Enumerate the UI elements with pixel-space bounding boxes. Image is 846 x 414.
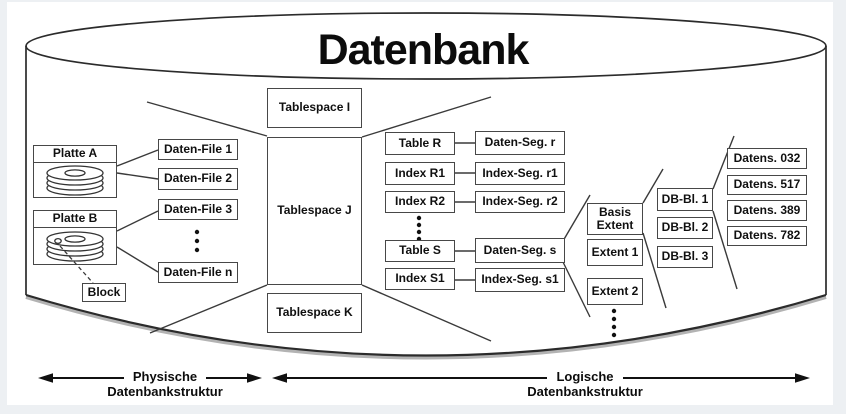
- record-517-box: Datens. 517: [727, 175, 807, 195]
- diagram-title: Datenbank: [317, 26, 530, 74]
- disk-b-box: Platte B: [33, 210, 117, 265]
- tablespace-i-box: Tablespace I: [267, 88, 362, 128]
- index-r1-box: Index R1: [385, 162, 455, 185]
- tablespace-k-box: Tablespace K: [267, 293, 362, 333]
- disk-b-label: Platte B: [34, 211, 116, 229]
- data-file-3-box: Daten-File 3: [158, 199, 238, 220]
- basis-extent-box: Basis Extent: [587, 203, 643, 235]
- legend-physical-line2: Datenbankstruktur: [107, 384, 223, 400]
- ellipsis-dots: [194, 215, 617, 338]
- extent-1-box: Extent 1: [587, 239, 643, 266]
- record-389-box: Datens. 389: [727, 200, 807, 221]
- fan-lines: [146, 96, 738, 342]
- block-marker-hole: [54, 238, 62, 245]
- table-r-box: Table R: [385, 132, 455, 155]
- db-block-1-box: DB-Bl. 1: [657, 188, 713, 211]
- disk-b-body: [34, 228, 116, 264]
- disk-a-box: Platte A: [33, 145, 117, 198]
- block-box: Block: [82, 283, 126, 302]
- db-block-2-box: DB-Bl. 2: [657, 217, 713, 239]
- index-segment-r2-box: Index-Seg. r2: [475, 191, 565, 213]
- record-782-box: Datens. 782: [727, 226, 807, 246]
- connector-lines: [116, 142, 475, 281]
- extent-2-box: Extent 2: [587, 278, 643, 305]
- index-segment-s1-box: Index-Seg. s1: [475, 268, 565, 292]
- legend-physical-line1: Physische: [123, 369, 207, 385]
- data-segment-s-box: Daten-Seg. s: [475, 238, 565, 263]
- database-cylinder-outline: [25, 12, 827, 360]
- disk-b-icon: [46, 231, 104, 262]
- disk-a-body: [34, 163, 116, 197]
- legend-logical-line1: Logische: [547, 369, 623, 385]
- index-r2-box: Index R2: [385, 191, 455, 213]
- disk-a-icon: [46, 165, 104, 196]
- index-s1-box: Index S1: [385, 268, 455, 290]
- tablespace-j-box: Tablespace J: [267, 137, 362, 285]
- db-block-3-box: DB-Bl. 3: [657, 246, 713, 268]
- data-file-2-box: Daten-File 2: [158, 168, 238, 190]
- legend-logical: Logische Datenbankstruktur: [505, 369, 665, 400]
- data-file-1-box: Daten-File 1: [158, 139, 238, 160]
- table-s-box: Table S: [385, 240, 455, 262]
- index-segment-r1-box: Index-Seg. r1: [475, 162, 565, 185]
- legend-logical-line2: Datenbankstruktur: [527, 384, 643, 400]
- record-032-box: Datens. 032: [727, 148, 807, 169]
- data-segment-r-box: Daten-Seg. r: [475, 131, 565, 155]
- data-file-n-box: Daten-File n: [158, 262, 238, 283]
- legend-physical: Physische Datenbankstruktur: [85, 369, 245, 400]
- disk-a-label: Platte A: [34, 146, 116, 164]
